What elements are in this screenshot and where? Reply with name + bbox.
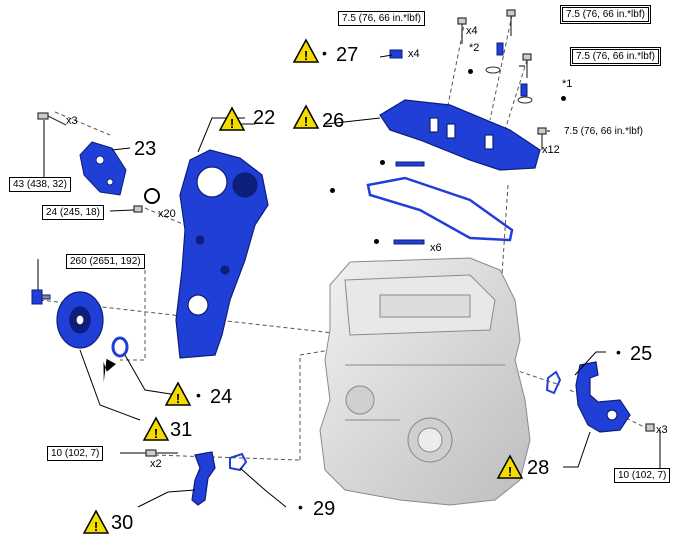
caution-symbols <box>82 38 524 534</box>
part-number-28: 28 <box>527 457 550 479</box>
pipe-bolt <box>145 449 178 457</box>
part-number-23: 23 <box>134 138 157 160</box>
torque-spec-box: 43 (438, 32) <box>9 177 71 192</box>
svg-text:!: ! <box>304 48 308 63</box>
replace-symbol <box>144 188 160 204</box>
pipe-gasket <box>229 452 248 472</box>
part-number-25: 25 <box>630 343 653 365</box>
svg-text:!: ! <box>176 391 180 406</box>
part-number-30: 30 <box>111 512 134 534</box>
inlet-gasket <box>545 370 562 395</box>
inlet-bolt <box>645 423 655 432</box>
water-inlet-housing <box>575 361 631 433</box>
cylinder-head-cover <box>379 99 541 171</box>
small-seal-parts <box>389 42 528 245</box>
cover-bolt <box>133 205 143 213</box>
water-bypass-pipe <box>191 451 216 506</box>
part-number-27: 27 <box>336 44 359 66</box>
new-part-dot <box>380 160 385 165</box>
part-number-31: 31 <box>170 419 193 441</box>
quantity-label: x3 <box>66 115 78 127</box>
svg-text:!: ! <box>230 116 234 131</box>
svg-text:!: ! <box>304 114 308 129</box>
svg-text:!: ! <box>508 464 512 479</box>
part-number-22: 22 <box>253 107 276 129</box>
torque-spec-text: 7.5 (76, 66 in.*lbf) <box>564 126 643 137</box>
svg-text:!: ! <box>94 519 98 534</box>
o-ring-2 <box>485 66 501 74</box>
engine-block <box>319 257 531 506</box>
part-number-26: 26 <box>322 110 345 132</box>
quantity-label: x4 <box>408 48 420 60</box>
crankshaft-pulley <box>56 291 104 349</box>
direction-arrow <box>103 358 116 383</box>
engine-mount-bracket <box>79 141 127 196</box>
quantity-label: x4 <box>466 25 478 37</box>
quantity-label: x2 <box>150 458 162 470</box>
quantity-label: x6 <box>430 242 442 254</box>
torque-spec-box: 24 (245, 18) <box>42 205 104 220</box>
bullet-mark: • <box>322 45 327 61</box>
torque-spec-box: 7.5 (76, 66 in.*lbf) <box>560 5 651 24</box>
note-label: *2 <box>469 42 480 54</box>
quantity-label: x12 <box>542 144 560 156</box>
new-part-dot <box>330 188 335 193</box>
torque-spec-box: 10 (102, 7) <box>47 446 104 461</box>
head-cover-gasket <box>366 176 514 242</box>
quantity-label: x3 <box>656 424 668 436</box>
oil-seal <box>111 336 129 358</box>
svg-text:!: ! <box>154 426 158 441</box>
leader-lines <box>37 54 661 508</box>
part-number-24: 24 <box>210 386 233 408</box>
bullet-mark: • <box>298 499 303 515</box>
bullet-mark: • <box>616 344 621 360</box>
caution-marks: ! ! ! ! ! ! ! <box>94 48 512 534</box>
new-part-dot <box>561 96 566 101</box>
torque-spec-box: 10 (102, 7) <box>614 468 671 483</box>
new-part-dot <box>468 69 473 74</box>
torque-spec-box: 260 (2651, 192) <box>66 254 145 269</box>
bolt-23 <box>37 112 67 126</box>
torque-spec-box: 7.5 (76, 66 in.*lbf) <box>338 11 425 26</box>
o-ring-1 <box>517 96 533 104</box>
top-bolts <box>457 9 547 150</box>
bullet-mark: • <box>196 387 201 403</box>
part-number-29: 29 <box>313 498 336 520</box>
new-part-dot <box>374 239 379 244</box>
note-label: *1 <box>562 78 573 90</box>
torque-spec-box: 7.5 (76, 66 in.*lbf) <box>570 47 661 66</box>
pulley-bolt <box>31 289 51 305</box>
quantity-label: x20 <box>158 208 176 220</box>
timing-chain-cover <box>175 149 269 359</box>
